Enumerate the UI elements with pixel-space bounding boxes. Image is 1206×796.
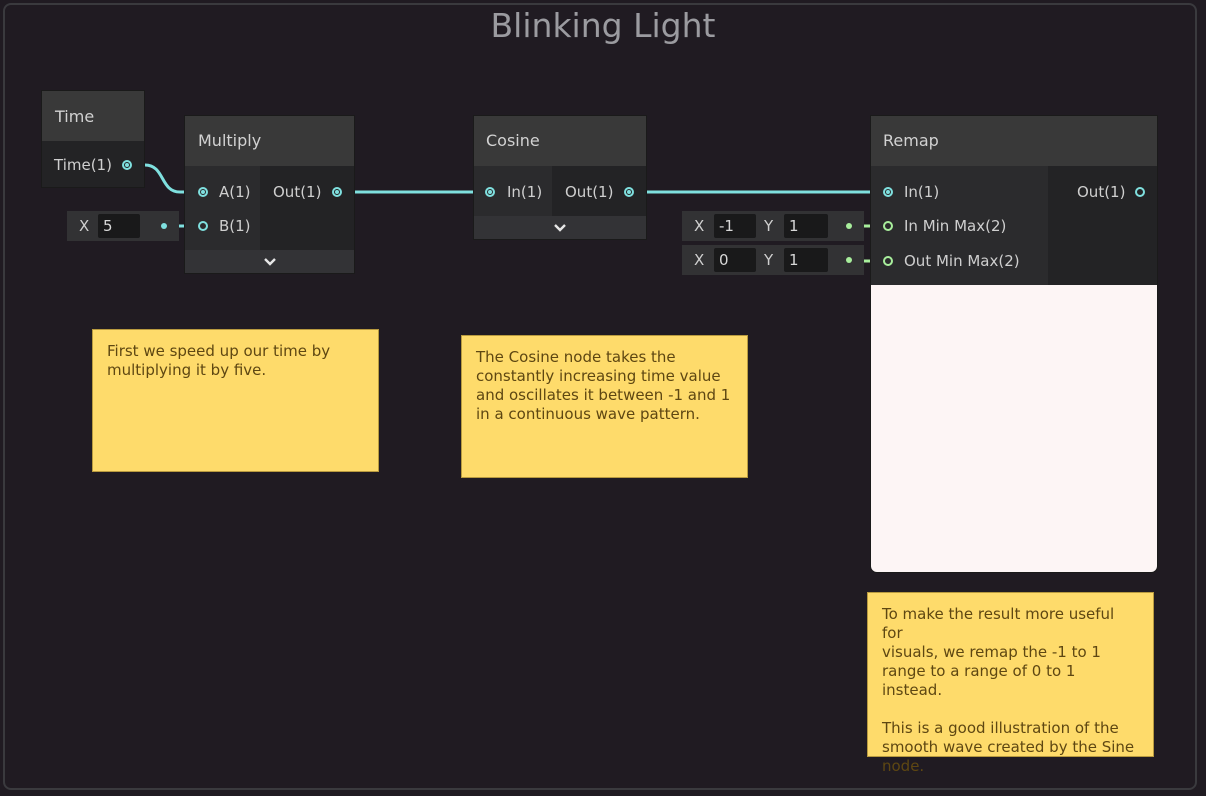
time-node[interactable]: Time Time(1) (42, 91, 144, 187)
cosine-node-footer[interactable] (474, 216, 646, 239)
remap-in-label: In(1) (904, 183, 940, 201)
multiply-b-port[interactable] (198, 221, 208, 231)
multiply-output-label: Out(1) (273, 183, 322, 201)
multiply-node-inputs: A(1) B(1) (185, 166, 260, 250)
remap-node-inputs: In(1) In Min Max(2) Out Min Max(2) (871, 166, 1048, 285)
multiply-node-title: Multiply (198, 131, 262, 150)
time-node-title: Time (55, 107, 95, 126)
cosine-node-header[interactable]: Cosine (474, 116, 646, 166)
remap-preview (871, 285, 1157, 572)
b-x-label: X (79, 217, 90, 235)
multiply-node-outputs: Out(1) (260, 166, 354, 250)
multiply-a-port[interactable] (198, 187, 208, 197)
chevron-down-icon[interactable] (552, 222, 568, 234)
remap-output-port[interactable] (1135, 187, 1145, 197)
cosine-node-inputs: In(1) (474, 166, 552, 216)
out-min-max-connector (846, 257, 852, 263)
cosine-input-port[interactable] (485, 187, 495, 197)
in-min-y-label: Y (764, 217, 774, 235)
time-output-label: Time(1) (54, 156, 112, 174)
cosine-output-port[interactable] (624, 187, 634, 197)
multiply-node-footer[interactable] (185, 250, 354, 273)
remap-node-outputs: Out(1) (1048, 166, 1157, 285)
multiply-output-port[interactable] (332, 187, 342, 197)
remap-output-label: Out(1) (1077, 183, 1126, 201)
b-field-connector (161, 223, 167, 229)
graph-frame (3, 3, 1197, 790)
out-min-y-label: Y (764, 251, 774, 269)
remap-in-port[interactable] (883, 187, 893, 197)
remap-node[interactable]: Remap In(1) In Min Max(2) Out Min Max(2)… (871, 116, 1157, 572)
multiply-node[interactable]: Multiply A(1) B(1) Out(1) (185, 116, 354, 273)
out-min-x-label: X (694, 251, 705, 269)
remap-in-min-max-field: X -1 Y 1 (682, 211, 864, 241)
out-min-x-input[interactable]: 0 (714, 248, 756, 272)
cosine-input-label: In(1) (507, 183, 543, 201)
out-min-y-input[interactable]: 1 (784, 248, 828, 272)
time-node-outputs: Time(1) (42, 141, 144, 187)
remap-in-min-max-label: In Min Max(2) (904, 217, 1007, 235)
b-x-input[interactable]: 5 (98, 214, 140, 238)
time-output-port[interactable] (122, 160, 132, 170)
in-min-x-label: X (694, 217, 705, 235)
cosine-node-outputs: Out(1) (552, 166, 646, 216)
in-min-y-input[interactable]: 1 (784, 214, 828, 238)
remap-out-min-max-field: X 0 Y 1 (682, 245, 864, 275)
multiply-a-label: A(1) (219, 183, 251, 201)
multiply-b-label: B(1) (219, 217, 251, 235)
remap-in-min-max-port[interactable] (883, 221, 893, 231)
remap-node-header[interactable]: Remap (871, 116, 1157, 166)
chevron-down-icon[interactable] (262, 256, 278, 268)
cosine-node-title: Cosine (486, 131, 540, 150)
cosine-node[interactable]: Cosine In(1) Out(1) (474, 116, 646, 239)
multiply-b-field: X 5 (67, 211, 179, 241)
time-node-header[interactable]: Time (42, 91, 144, 141)
remap-out-min-max-label: Out Min Max(2) (904, 252, 1020, 270)
in-min-max-connector (846, 223, 852, 229)
graph-title: Blinking Light (490, 6, 716, 45)
remap-sticky-note[interactable]: To make the result more useful for visua… (867, 592, 1154, 775)
remap-out-min-max-port[interactable] (883, 256, 893, 266)
multiply-sticky-note[interactable]: First we speed up our time by multiplyin… (92, 329, 379, 472)
multiply-node-header[interactable]: Multiply (185, 116, 354, 166)
remap-node-title: Remap (883, 131, 939, 150)
cosine-output-label: Out(1) (565, 183, 614, 201)
cosine-sticky-note[interactable]: The Cosine node takes the constantly inc… (461, 335, 748, 478)
in-min-x-input[interactable]: -1 (714, 214, 756, 238)
